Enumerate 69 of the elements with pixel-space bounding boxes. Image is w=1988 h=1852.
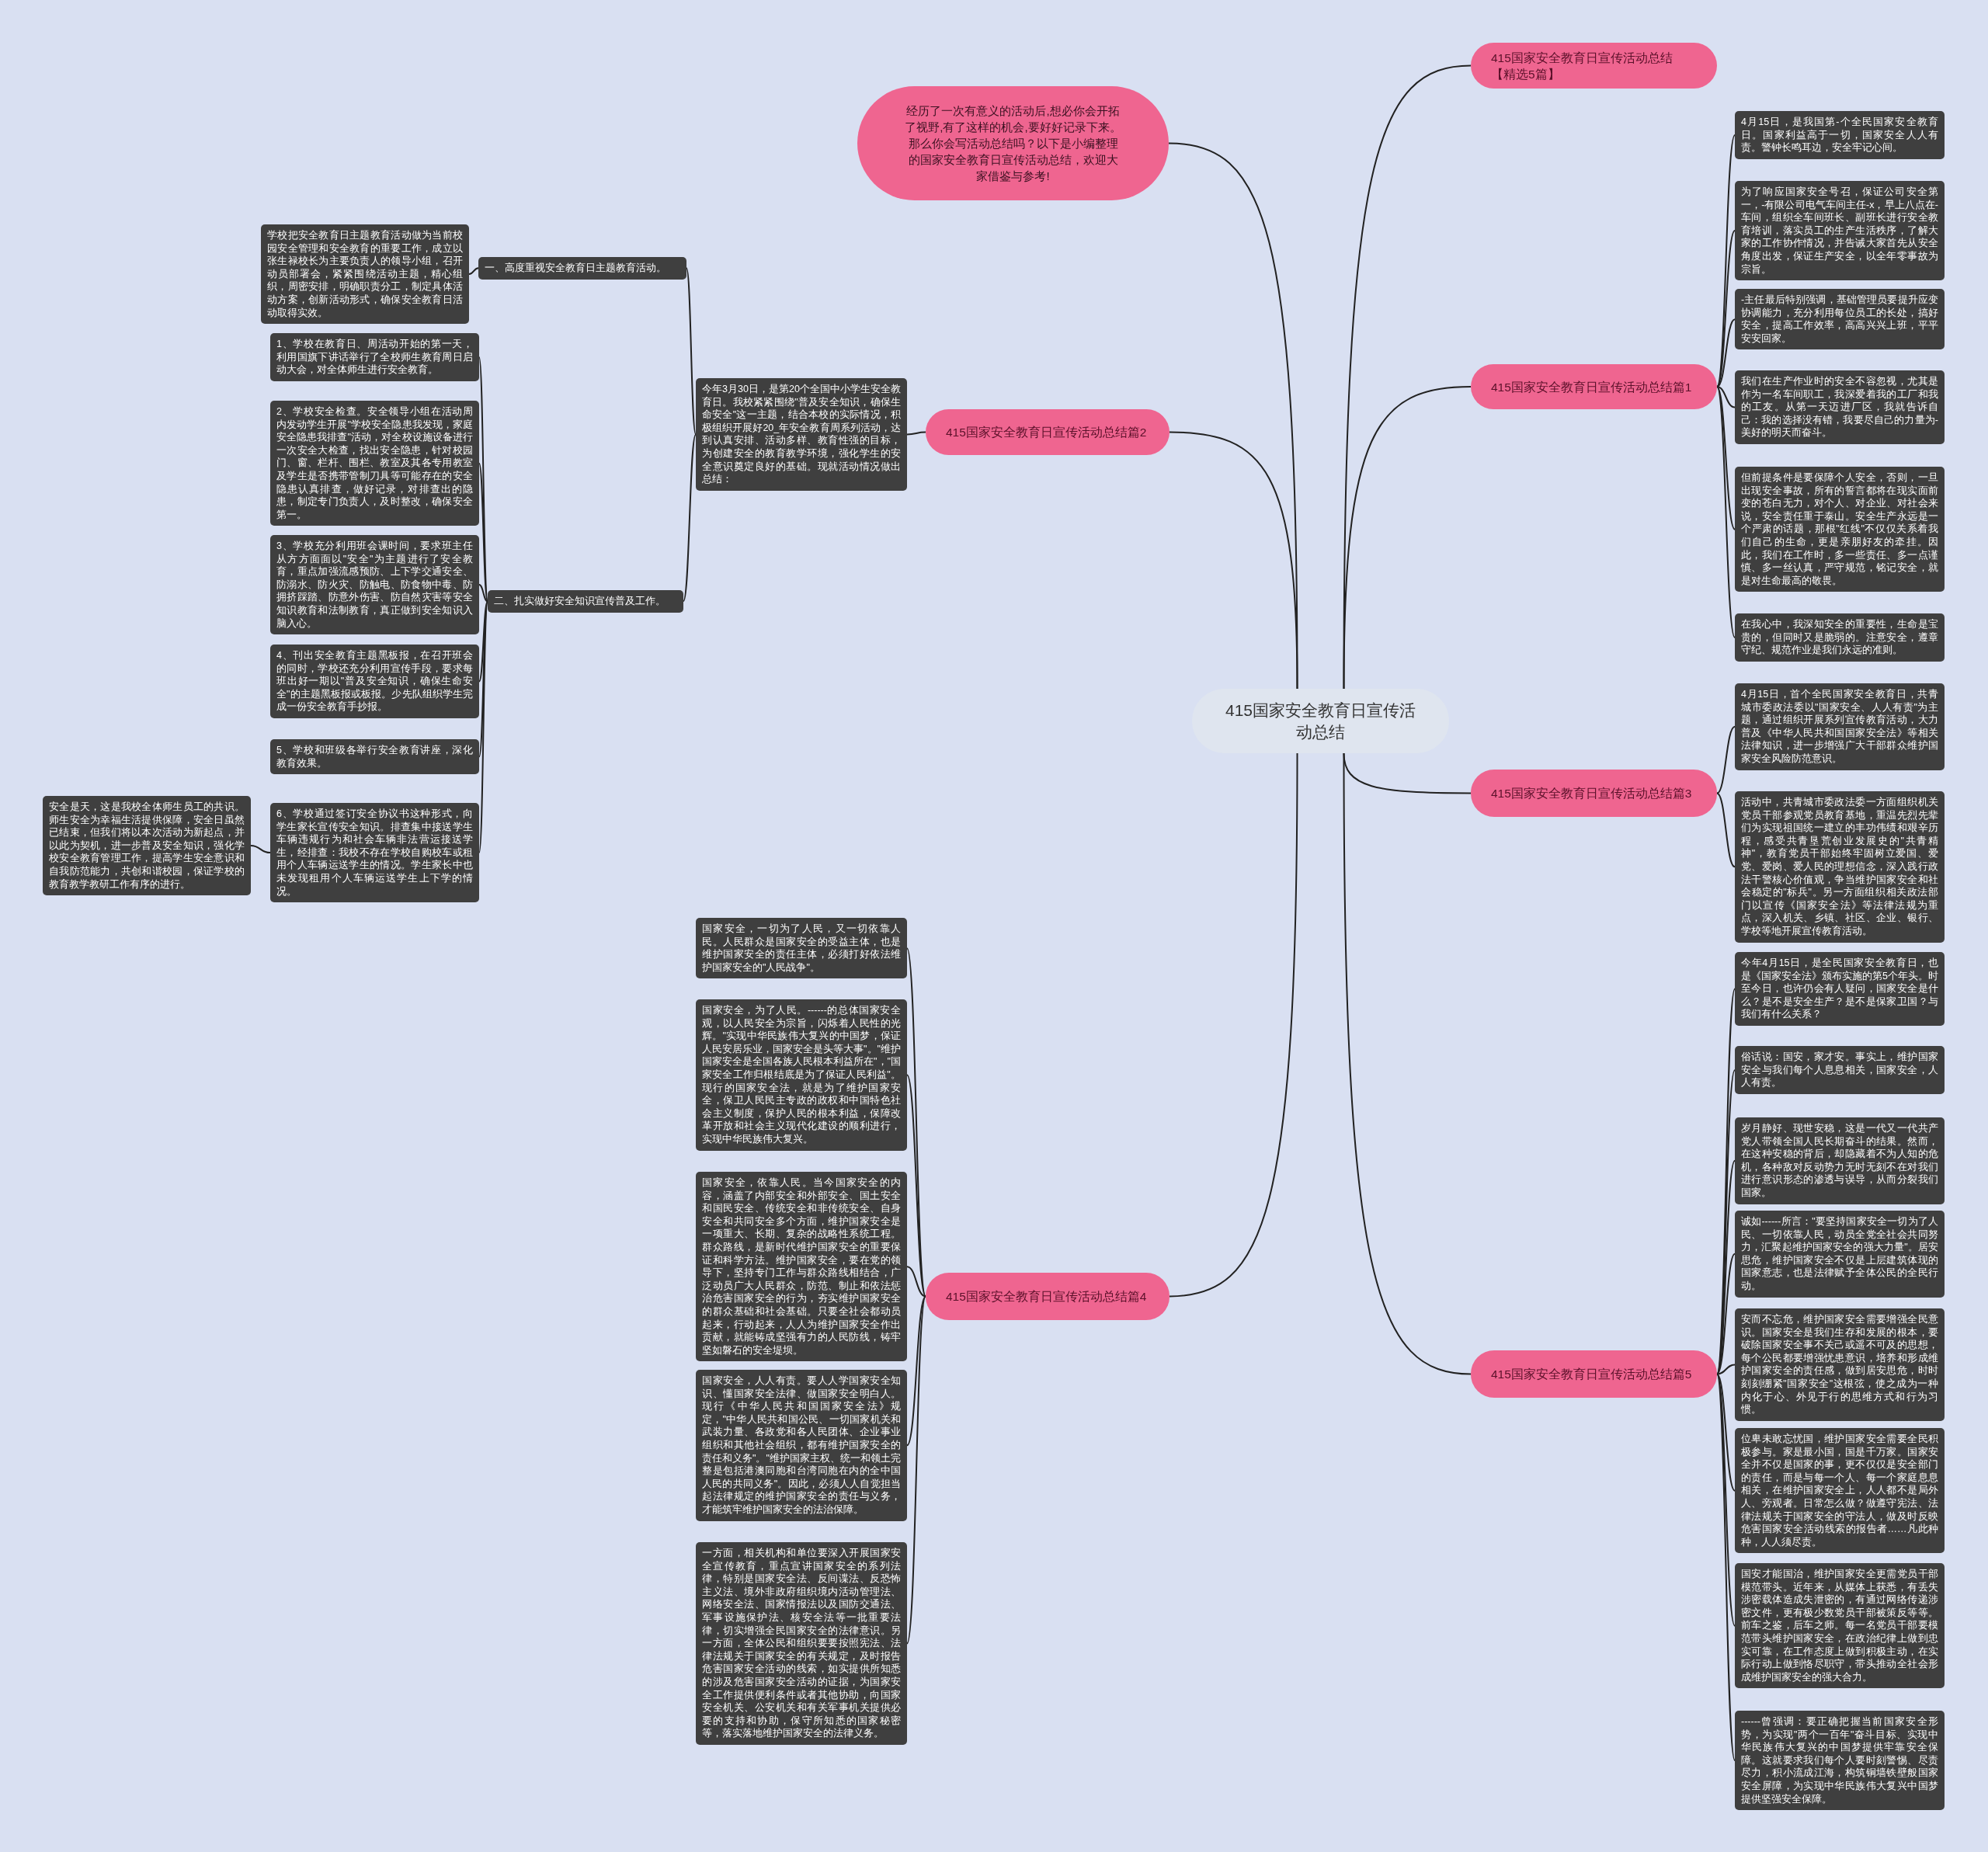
connector-line	[1716, 1373, 1736, 1627]
text-card: 2、学校安全检查。安全领导小组在活动周内发动学生开展"学校安全隐患我发现，家庭安全隐患我排查"活动，对全校设施设备进行一次安全大检查，找出安全隐患，针对校园门、窗、栏杆、围栏、教室及其各专用教室及学生是否携带管制刀具等可能存在的安全隐患认真排查，做好记录，对排查出的隐患，制定专门负责人，及时整改，确保安全第一。	[270, 401, 479, 526]
connector-line	[468, 267, 479, 276]
text-card: 3、学校充分利用班会课时间，要求班主任从方方面面以"安全"为主题进行了安全教育，重点加强流感预防、上下学交通安全、防溺水、防火灾、防触电、防食物中毒、防拥挤踩踏、防意外伤害、防自然灾害等安全知识教育和法制教育，真正做到安全知识入脑入心。	[270, 535, 479, 635]
text-card: 岁月静好、现世安稳，这是一代又一代共产党人带领全国人民长期奋斗的结果。然而，在这种安稳的背后，却隐藏着不为人知的危机，各种敌对反动势力无时无刻不在对我们进行意识形态的渗透与误导，从而分裂我们国家。	[1735, 1117, 1945, 1204]
text-card: 国家安全，依靠人民。当今国家安全的内容，涵盖了内部安全和外部安全、国土安全和国民安全、传统安全和非传统安全、自身安全和共同安全多个方面，维护国家安全是一项重大、长期、复杂的战略性系统工程。群众路线，是新时代维护国家安全的重要保证和科学方法。维护国家安全，要在党的领导下，坚持专门工作与群众路线相结合，广泛动员广大人民群众，防范、制止和依法惩治危害国家安全的行为，夯实维护国家安全的群众基础和社会基础。只要全社会都动员起来，行动起来，人人为维护国家安全作出贡献，就能铸成坚强有力的人民防线，铸牢坚如磐石的安全堤坝。	[696, 1172, 907, 1362]
connector-line	[906, 1266, 926, 1298]
connector-line	[1716, 386, 1736, 408]
connector-line	[478, 600, 488, 758]
text-card: 活动中，共青城市委政法委一方面组织机关党员干部参观党员教育基地，重温先烈先辈们为实现祖国统一建立的丰功伟绩和艰辛历程，感受共青垦荒创业发展史的"共青精神"，教育党员干部始终牢固树立爱国、爱党、爱岗、爱人民的理想信念，深入践行政法干警核心价值观，争当维护国家安全和社会稳定的"标兵"。另一方面组织相关政法部门以宣传《国家安全法》等法律法规为重点，深入机关、乡镇、社区、企业、银行、学校等地开展宣传教育活动。	[1735, 791, 1945, 943]
text-card: ------曾强调：要正确把握当前国家安全形势，为实现"两个一百年"奋斗目标、实现中华民族伟大复兴的中国梦提供牢靠安全保障。这就要求我们每个人要时刻警惕、尽责尽力，积小流成江海，构筑铜墙铁壁般国家安全屏障，为实现中华民族伟大复兴中国梦提供坚强安全保障。	[1735, 1711, 1945, 1811]
connector-line	[1716, 1373, 1736, 1492]
connector-line	[906, 1074, 926, 1298]
text-card: 国家安全，为了人民。------的总体国家安全观，以人民安全为宗旨，闪烁着人民性的光辉。"实现中华民族伟大复兴的中国梦，保证人民安居乐业，国家安全是头等大事"。"维护国家安全是全国各族人民根本利益所在"，"国家安全工作归根结底是为了保证人民利益"。现行的国家安全法，就是为了维护国家安全，保卫人民民主专政的政权和中国特色社会主义制度，保护人民的根本利益，保障改革开放和社会主义现代化建设的顺利进行，实现中华民族伟大复兴。	[696, 999, 907, 1151]
text-card: 诚如------所言："要坚持国家安全一切为了人民、一切依靠人民，动员全党全社会共同努力，汇聚起维护国家安全的强大力量"。居安思危，维护国家安全不仅是上层建筑体现的国家意志，也是法律赋予全体公民的全民行动。	[1735, 1211, 1945, 1298]
connector-line	[478, 584, 488, 603]
connector-line	[1343, 386, 1472, 690]
branch-topic: 415国家安全教育日宣传活动总结篇1	[1471, 364, 1717, 409]
connector-line	[1716, 386, 1736, 638]
branch-topic: 415国家安全教育日宣传活动总结篇4	[926, 1273, 1170, 1320]
connector-line	[478, 462, 488, 603]
text-card: 在我心中，我深知安全的重要性，生命是宝贵的，但同时又是脆弱的。注意安全，遵章守纪、规范作业是我们永远的准则。	[1735, 613, 1945, 662]
connector-line	[906, 1295, 926, 1447]
text-card: 4、刊出安全教育主题黑板报，在召开班会的同时，学校还充分利用宣传手段，要求每班出好一期以"普及安全知识，确保生命安全"的主题黑板报或板报。少先队组织学生完成一份安全教育手抄报。	[270, 645, 479, 718]
connector-line	[1716, 792, 1736, 868]
text-card: 俗话说：国安，家才安。事实上，维护国家安全与我们每个人息息相关，国家安全，人人有责。	[1735, 1046, 1945, 1094]
text-card: 我们在生产作业时的安全不容忽视，尤其是作为一名车间职工，我深爱着我的工厂和我的工友。从第一天迈进厂区，我就告诉自己：我的选择没有错，我要尽自己的力量为-美好的明天而奋斗。	[1735, 370, 1945, 444]
connector-line	[1716, 134, 1736, 387]
text-card: 国家安全，一切为了人民，又一切依靠人民。人民群众是国家安全的受益主体，也是维护国家安全的责任主体，必须打好依法维护国家安全的"人民战争"。	[696, 918, 907, 979]
text-card: 安全是天，这是我校全体师生员工的共识。师生安全为幸福生活提供保障，安全日虽然已结束，但我们将以本次活动为新起点，并以此为契机，进一步普及安全知识，强化学校安全教育管理工作，提高学生安全意识和自我防范能力，共创和谐校园，保证学校的教育教学教研工作有序的进行。	[43, 796, 251, 896]
text-card: 一方面，相关机构和单位要深入开展国家安全宣传教育，重点宣讲国家安全的系列法律，特别是国家安全法、反间谍法、反恐怖主义法、境外非政府组织境内活动管理法、网络安全法、国家情报法以及国防交通法、军事设施保护法、核安全法等一批重要法律，切实增强全民国家安全的法律意识。另一方面，全体公民和组织要要按照宪法、法律法规关于国家安全的有关规定，及时报告危害国家安全活动的线索，如实提供所知悉的涉及危害国家安全活动的证据，为国家安全工作提供便利条件或者其他协助，向国家安全机关、公安机关和有关军事机关提供必要的支持和协助，保守所知悉的国家秘密等，落实落地维护国家安全的法律义务。	[696, 1542, 907, 1745]
connector-line	[1716, 230, 1736, 387]
text-card: 学校把安全教育日主题教育活动做为当前校园安全管理和安全教育的重要工作，成立以张生禄校长为主要负责人的领导小组，召开动员部署会，紧紧围绕活动主题，精心组织，周密安排，明确职责分工，制定具体活动方案，创新活动形式，确保安全教育日活动取得实效。	[261, 224, 469, 325]
text-card: 国安才能国治，维护国家安全更需党员干部模范带头。近年来，从媒体上获悉，有丢失涉密载体造成失泄密的，有通过网络传递涉密文件，更有极少数党员干部被策反等等。前车之鉴，后车之师。每一名党员干部要模范带头维护国家安全，在政治纪律上做到忠实可靠，在工作态度上做到积极主动，在实际行动上做到恪尽职守，带头推动全社会形成维护国家安全的强大合力。	[1735, 1563, 1945, 1689]
text-card: 国家安全，人人有责。要人人学国家安全知识、懂国家安全法律、做国家安全明白人。现行《中华人民共和国国家安全法》规定，"中华人民共和国公民、一切国家机关和武装力量、各政党和各人民团体、企业事业组织和其他社会组织，都有维护国家安全的责任和义务"。"维护国家主权、统一和领土完整是包括港澳同胞和台湾同胞在内的全中国人民的共同义务"。因此，必须人人自觉担当起法律规定的维护国家安全的责任与义务，才能筑牢维护国家安全的法治保障。	[696, 1370, 907, 1521]
connector-line	[1169, 752, 1298, 1298]
text-card: 4月15日，首个全民国家安全教育日，共青城市委政法委以"国家安全、人人有责"为主题，通过组织开展系列宣传教育活动，大力普及《中华人民共和国国家安全法》等相关法律知识，进一步增强广大干部群众维护国家安全风险防范意识。	[1735, 683, 1945, 770]
connector-line	[478, 600, 488, 683]
central-topic: 415国家安全教育日宣传活动总结	[1192, 689, 1449, 753]
text-card: 6、学校通过签订安全协议书这种形式，向学生家长宣传安全知识。排查集中接送学生车辆违规行为和社会车辆非法营运接送学生，经排查：我校不存在学校自购校车或租用个人车辆运送学生的情况。学生家长中也未发现租用个人车辆运送学生上下学的情况。	[270, 803, 479, 903]
text-card: 4月15日，是我国第-个全民国家安全教育日。国家利益高于一切，国家安全人人有责。警钟长鸣耳边，安全牢记心间。	[1735, 111, 1945, 159]
connector-line	[1716, 1253, 1736, 1375]
text-card: 安而不忘危，维护国家安全需要增强全民意识。国家安全是我们生存和发展的根本，要破除国家安全事不关己或遥不可及的思想，每个公民都要增强忧患意识，培养和形成维护国家安全的责任感，做到居安思危，时时刻刻绷紧"国家安全"这根弦，使之成为一种内化于心、外见于行的思维方式和行为习惯。	[1735, 1308, 1945, 1421]
text-card: 今年4月15日，是全民国家安全教育日，也是《国家安全法》颁布实施的第5个年头。时至今日，也许仍会有人疑问，国家安全是什么？是不是安全生产？是不是保家卫国？与我们有什么关系？	[1735, 952, 1945, 1026]
text-card: 1、学校在教育日、周活动开始的第一天，利用国旗下讲话举行了全校师生教育周日启动大会，对全体师生进行安全教育。	[270, 333, 479, 381]
connector-line	[1716, 1364, 1736, 1375]
text-card: 为了响应国家安全号召，保证公司安全第一，-有限公司电气车间主任-x，早上八点在-车间，组织全车间班长、副班长进行安全教育培训，落实员工的生产生活秩序，了解大家的工作协作情况，并告诫大家首先从安全角度出发，保证生产安全，以全年零事故为宗旨。	[1735, 181, 1945, 281]
connector-line	[250, 845, 271, 854]
text-card: 但前提条件是要保障个人安全，否则，一旦出现安全事故，所有的誓言都将在现实面前变的苍白无力，对个人、对企业、对社会来说，安全责任重于泰山。安全生产永远是一个严肃的话题，那根"红线"不仅仅关系着我们自己的生命，更是亲朋好友的牵挂。因此，我们在工作时，多一些责任、多一点谨慎、多一丝认真，严守规范，铭记安全，就是对生命最高的敬畏。	[1735, 467, 1945, 592]
connector-line	[686, 267, 697, 436]
connector-line	[1169, 431, 1298, 690]
connector-line	[1343, 752, 1472, 1375]
text-card: 一、高度重视安全教育日主题教育活动。	[478, 257, 686, 280]
text-card: 今年3月30日，是第20个全国中小学生安全教育日。我校紧紧围绕"普及安全知识，确保生命安全"这一主题，结合本校的实际情况，积极组织开展好20_年安全教育周系列活动，达到认真安排、活动多样、教育性强的目标，为创建安全的教育教学环境，强化学生的安全意识奠定良好的基础。现就活动情况做出总结：	[696, 378, 907, 491]
connector-line	[906, 431, 926, 436]
branch-topic: 415国家安全教育日宣传活动总结篇5	[1471, 1350, 1717, 1398]
branch-topic: 415国家安全教育日宣传活动总结篇3	[1471, 770, 1717, 817]
branch-topic: 415国家安全教育日宣传活动总结篇2	[926, 409, 1170, 455]
connector-line	[683, 433, 697, 603]
connector-line	[906, 1295, 926, 1645]
text-card: -主任最后特别强调，基础管理员要提升应变协调能力，充分利用每位员工的长处，搞好安全，提高工作效率，高高兴兴上班，平平安安回家。	[1735, 289, 1945, 350]
branch-topic: 415国家安全教育日宣传活动总结【精选5篇】	[1471, 43, 1717, 89]
connector-line	[1716, 725, 1736, 794]
connector-line	[1716, 386, 1736, 530]
intro-bubble: 经历了一次有意义的活动后,想必你会开拓了视野,有了这样的机会,要好好记录下来。那么你会写活动总结吗？以下是小编整理的国家安全教育日宣传活动总结，欢迎大家借鉴与参考!	[857, 86, 1169, 200]
text-card: 位卑未敢忘忧国，维护国家安全需要全民积极参与。家是最小国，国是千万家。国家安全并不仅是国家的事，更不仅仅是安全部门的责任，而是与每一个人、每一个家庭息息相关，在维护国家安全上，人人都不是局外人、旁观者。日常怎么做？做遵守宪法、法律法规关于国家安全的守法人，做及时反映危害国家安全活动线索的报告者……凡此种种，人人须尽责。	[1735, 1428, 1945, 1554]
connector-line	[1716, 318, 1736, 387]
text-card: 二、扎实做好安全知识宣传普及工作。	[488, 590, 683, 613]
text-card: 5、学校和班级各举行安全教育讲座，深化教育效果。	[270, 739, 479, 775]
